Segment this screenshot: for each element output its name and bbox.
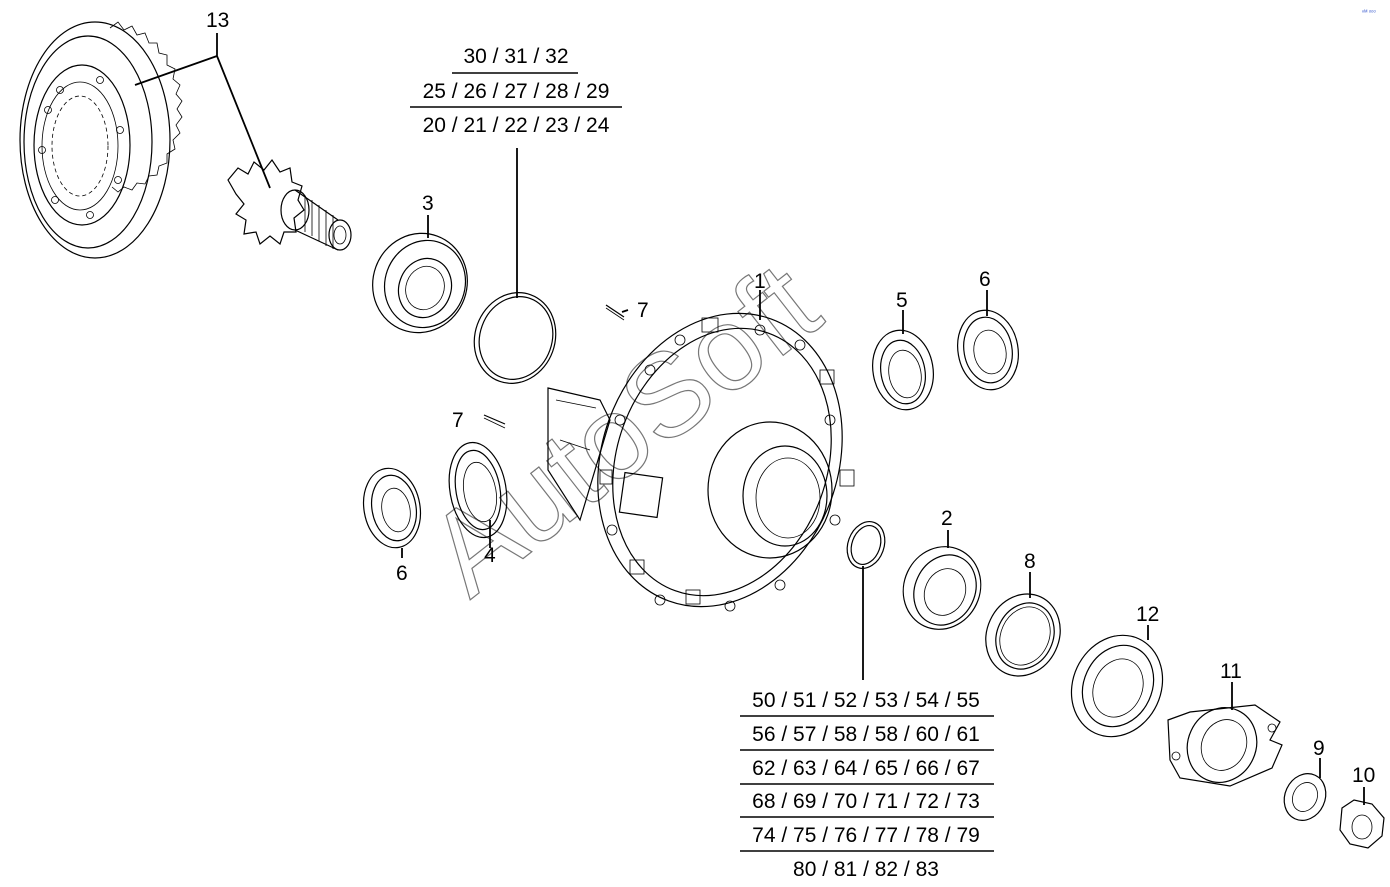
corner-mark: ⁿᴹ ᵒᵒᵒ: [1362, 9, 1376, 16]
top-group-line-2: 25 / 26 / 27 / 28 / 29: [423, 80, 610, 103]
seal-8: [985, 593, 1061, 677]
label-12: 12: [1136, 603, 1159, 626]
leader-lines: [134, 33, 1365, 805]
differential-housing: [547, 312, 855, 612]
label-4: 4: [484, 544, 496, 567]
label-7-lower: 7: [452, 409, 464, 432]
bearing-4: [448, 441, 508, 539]
pinion-gear: [227, 158, 352, 251]
pin-7-lower: [483, 414, 506, 429]
nut-10: [1339, 799, 1385, 849]
label-8: 8: [1024, 550, 1036, 573]
label-2: 2: [941, 507, 953, 530]
slotted-nut-6-left: [362, 467, 422, 549]
cover-12: [1070, 634, 1164, 738]
watermark: AutoSoft: [405, 238, 843, 621]
bottom-number-group: 50 / 51 / 52 / 53 / 54 / 55 56 / 57 / 58…: [740, 689, 994, 881]
washer-9: [1283, 773, 1327, 821]
bearing-2: [902, 546, 982, 630]
slotted-nut-6-right: [957, 309, 1019, 391]
label-11: 11: [1220, 660, 1242, 683]
top-group-line-1: 30 / 31 / 32: [463, 45, 568, 68]
label-6-left: 6: [396, 562, 408, 585]
top-group-line-3: 20 / 21 / 22 / 23 / 24: [423, 114, 610, 137]
bottom-group-line-5: 74 / 75 / 76 / 77 / 78 / 79: [752, 824, 980, 847]
pin-7-upper: [605, 304, 625, 321]
flange-11: [1167, 704, 1283, 787]
bottom-group-line-4: 68 / 69 / 70 / 71 / 72 / 73: [752, 790, 980, 813]
label-9: 9: [1313, 737, 1325, 760]
label-13: 13: [206, 9, 229, 32]
bottom-group-line-1: 50 / 51 / 52 / 53 / 54 / 55: [752, 689, 980, 712]
bearing-5: [872, 329, 934, 411]
bottom-group-line-2: 56 / 57 / 58 / 58 / 60 / 61: [752, 723, 980, 746]
ring-gear: [19, 21, 183, 259]
label-5: 5: [896, 289, 908, 312]
shim-ring-top: [473, 292, 557, 384]
label-10: 10: [1352, 764, 1375, 787]
top-number-group: 30 / 31 / 32 25 / 26 / 27 / 28 / 29 20 /…: [410, 45, 622, 137]
label-1: 1: [754, 270, 766, 293]
bottom-group-line-6: 80 / 81 / 82 / 83: [793, 858, 939, 881]
bearing-3: [372, 232, 468, 334]
label-3: 3: [422, 192, 434, 215]
shim-ring-bottom: [846, 521, 886, 569]
label-6-right: 6: [979, 268, 991, 291]
part-labels: 13 3 1 7 7 5 6 6 4 2 8 12 11 9 10: [206, 9, 1375, 787]
bottom-group-line-3: 62 / 63 / 64 / 65 / 66 / 67: [752, 757, 980, 780]
label-7-upper: 7: [637, 299, 649, 322]
